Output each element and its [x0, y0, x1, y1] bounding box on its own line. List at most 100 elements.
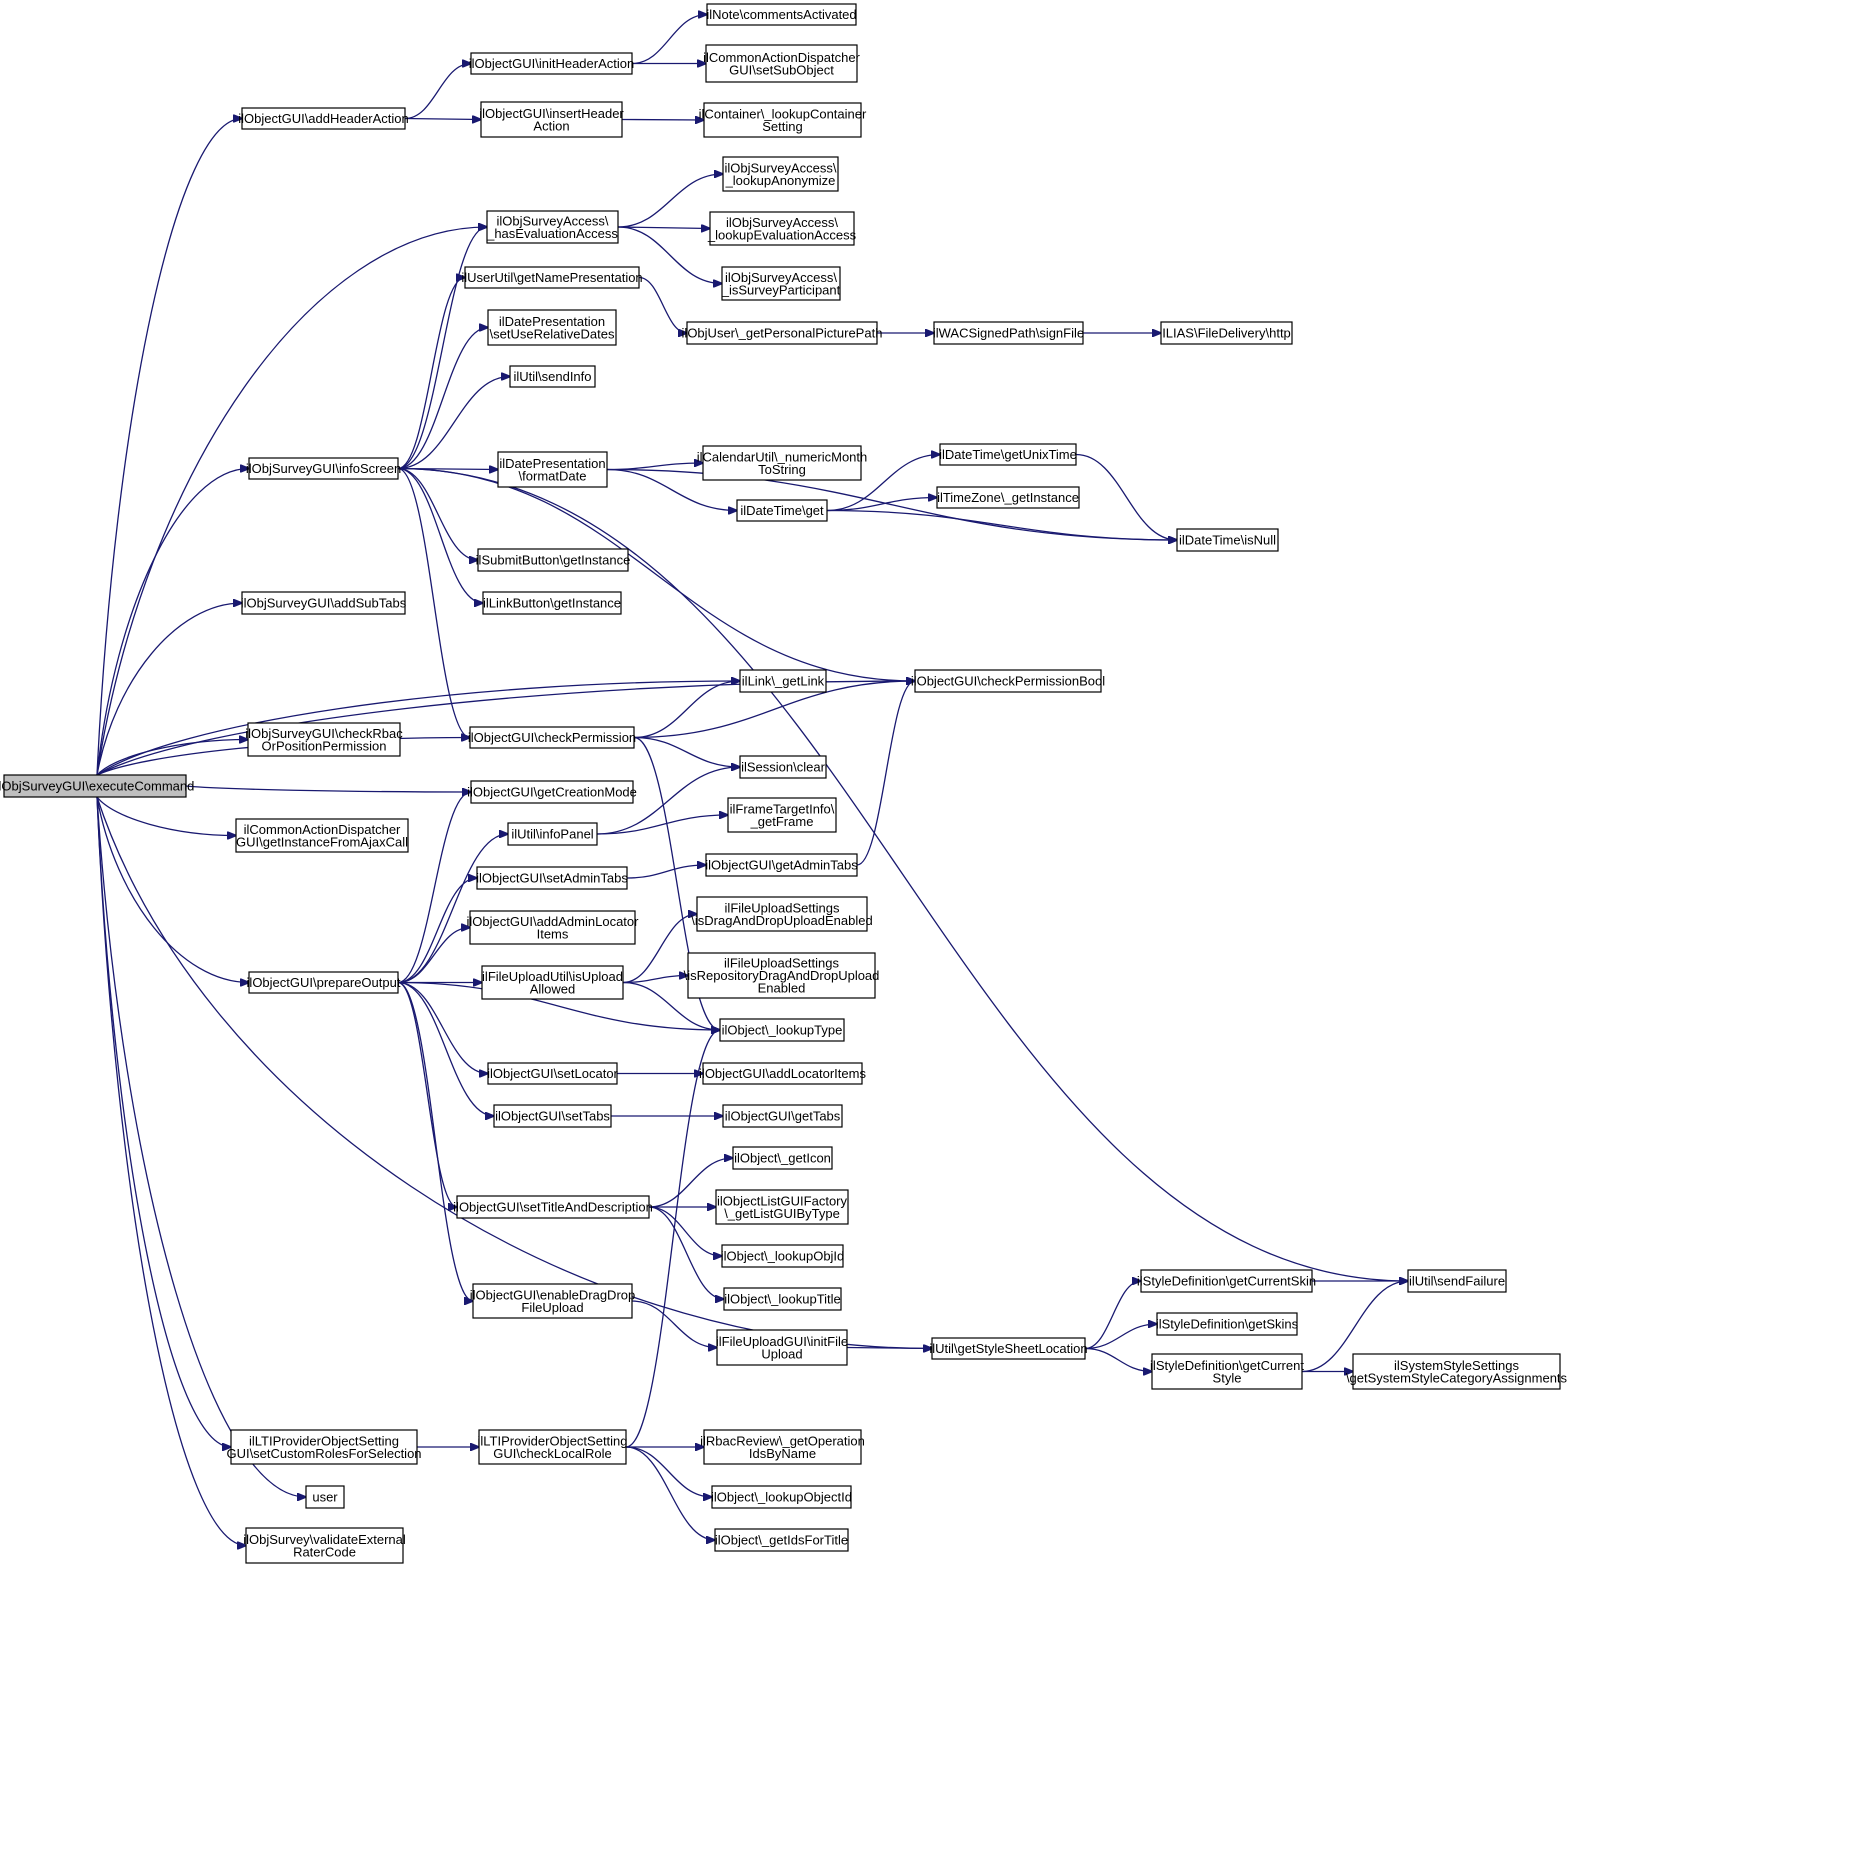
- node-checkPermission[interactable]: ilObjectGUI\checkPermission: [468, 726, 636, 749]
- node-formatDate[interactable]: ilDatePresentation\formatDate: [497, 451, 608, 488]
- node-setUseRelativeDates[interactable]: ilDatePresentation\setUseRelativeDates: [487, 309, 617, 346]
- node-infoScreen[interactable]: ilObjSurveyGUI\infoScreen: [246, 457, 401, 480]
- node-getIcon[interactable]: ilObject\_getIcon: [732, 1146, 833, 1170]
- node-initHeaderAction[interactable]: ilObjectGUI\initHeaderAction: [469, 52, 634, 75]
- node-label-getAdminTabs-0: ilObjectGUI\getAdminTabs: [705, 858, 858, 873]
- node-box-getFrame: [727, 797, 837, 833]
- node-user[interactable]: user: [305, 1485, 345, 1509]
- node-linkButton[interactable]: ilLinkButton\getInstance: [482, 591, 622, 615]
- node-http[interactable]: ILIAS\FileDelivery\http: [1160, 321, 1293, 345]
- node-label-checkLocalRole-1: GUI\checkLocalRole: [493, 1446, 612, 1461]
- edge-infoScreen-to-sendInfo: [397, 377, 510, 470]
- node-label-getIcon-0: ilObject\_getIcon: [734, 1151, 831, 1166]
- node-getTabs[interactable]: ilObjectGUI\getTabs: [722, 1104, 843, 1128]
- node-hasEvaluationAccess[interactable]: ilObjSurveyAccess\_hasEvaluationAccess: [486, 210, 619, 244]
- node-getLink[interactable]: ilLink\_getLink: [739, 669, 827, 693]
- edge-enableDragDrop-to-initFileUpload: [631, 1300, 717, 1348]
- edge-checkLocalRole-to-getIdsForTitle: [625, 1446, 715, 1540]
- node-lookupObjectId[interactable]: ilObject\_lookupObjectId: [711, 1485, 852, 1509]
- node-checkRbac[interactable]: ilObjSurveyGUI\checkRbacOrPositionPermis…: [245, 722, 403, 757]
- edge-root-to-validateExternal: [96, 796, 246, 1546]
- node-setTitleAndDescription[interactable]: ilObjectGUI\setTitleAndDescription: [453, 1195, 653, 1219]
- node-label-lookupAnonymize-1: _lookupAnonymize: [725, 173, 836, 188]
- node-getNamePresentation[interactable]: ilUserUtil\getNamePresentation: [461, 266, 643, 289]
- node-getCurrentSkin[interactable]: ilStyleDefinition\getCurrentSkin: [1137, 1269, 1316, 1293]
- edge-getStyleSheetLocation-to-getSkins: [1084, 1324, 1157, 1350]
- edge-prepareOutput-to-enableDragDrop: [397, 981, 473, 1302]
- node-getFrame[interactable]: ilFrameTargetInfo\_getFrame: [727, 797, 837, 833]
- node-addHeaderAction[interactable]: ilObjectGUI\addHeaderAction: [238, 107, 409, 130]
- node-setLocator[interactable]: ilObjectGUI\setLocator: [487, 1062, 619, 1085]
- node-label-addSubTabs-0: ilObjSurveyGUI\addSubTabs: [241, 596, 407, 611]
- edge-prepareOutput-to-setTabs: [397, 981, 494, 1117]
- node-lookupObjId[interactable]: ilObject\_lookupObjId: [721, 1244, 845, 1268]
- edge-root-to-prepareOutput: [96, 796, 249, 983]
- node-dateTimeGet[interactable]: ilDateTime\get: [736, 499, 828, 522]
- node-label-getCurrentSkin-0: ilStyleDefinition\getCurrentSkin: [1137, 1274, 1316, 1289]
- node-getSystemStyleCategory[interactable]: ilSystemStyleSettings\getSystemStyleCate…: [1346, 1353, 1568, 1390]
- node-sessionClear[interactable]: ilSession\clear: [739, 755, 827, 779]
- node-getInstanceFromAjaxCall[interactable]: ilCommonActionDispatcherGUI\getInstanceF…: [235, 818, 409, 853]
- node-isSurveyParticipant[interactable]: ilObjSurveyAccess\_isSurveyParticipant: [721, 266, 841, 301]
- node-box-initFileUpload: [716, 1329, 848, 1366]
- node-box-timeZoneGetInstance: [936, 486, 1080, 509]
- node-commentsActivated[interactable]: ilNote\commentsActivated: [706, 3, 857, 26]
- node-isDragAndDropUploadEnabled[interactable]: ilFileUploadSettings\isDragAndDropUpload…: [691, 896, 873, 932]
- node-isRepositoryDragAndDrop[interactable]: ilFileUploadSettings\isRepositoryDragAnd…: [684, 952, 880, 999]
- node-getCreationMode[interactable]: ilObjectGUI\getCreationMode: [467, 780, 637, 804]
- node-timeZoneGetInstance[interactable]: ilTimeZone\_getInstance: [936, 486, 1080, 509]
- node-lookupEvaluationAccess[interactable]: ilObjSurveyAccess\_lookupEvaluationAcces…: [707, 211, 857, 246]
- node-getIdsForTitle[interactable]: ilObject\_getIdsForTitle: [714, 1528, 849, 1552]
- node-submitButton[interactable]: ilSubmitButton\getInstance: [476, 548, 631, 572]
- node-checkLocalRole[interactable]: ilLTIProviderObjectSettingGUI\checkLocal…: [477, 1429, 628, 1465]
- edge-root-to-setCustomRoles: [96, 796, 231, 1447]
- node-label-dateTimeGet-0: ilDateTime\get: [740, 503, 824, 518]
- node-getStyleSheetLocation[interactable]: ilUtil\getStyleSheetLocation: [929, 1337, 1088, 1360]
- node-lookupType[interactable]: ilObject\_lookupType: [719, 1018, 845, 1042]
- node-getListGUIByType[interactable]: ilObjectListGUIFactory\_getListGUIByType: [715, 1189, 849, 1225]
- node-lookupAnonymize[interactable]: ilObjSurveyAccess\_lookupAnonymize: [722, 156, 839, 192]
- edge-prepareOutput-to-setLocator: [397, 981, 488, 1074]
- node-addLocatorItems[interactable]: ilObjectGUI\addLocatorItems: [699, 1062, 866, 1085]
- node-sendInfo[interactable]: ilUtil\sendInfo: [509, 365, 596, 388]
- edge-setTitleAndDescription-to-getIcon: [648, 1158, 733, 1208]
- node-infoPanel[interactable]: ilUtil\infoPanel: [507, 822, 598, 846]
- node-isNull[interactable]: ilDateTime\isNull: [1176, 528, 1279, 552]
- node-label-getListGUIByType-1: \_getListGUIByType: [724, 1206, 840, 1221]
- node-getSkins[interactable]: ilStyleDefinition\getSkins: [1156, 1312, 1299, 1336]
- edge-root-to-addSubTabs: [96, 603, 242, 776]
- node-lookupTitle[interactable]: ilObject\_lookupTitle: [723, 1287, 842, 1311]
- node-prepareOutput[interactable]: ilObjectGUI\prepareOutput: [247, 971, 401, 994]
- node-getPersonalPicturePath[interactable]: ilObjUser\_getPersonalPicturePath: [682, 321, 883, 345]
- node-label-signFile-0: ilWACSignedPath\signFile: [933, 326, 1084, 341]
- node-root[interactable]: ilObjSurveyGUI\executeCommand: [0, 774, 194, 798]
- node-label-isUploadAllowed-0: ilFileUploadUtil\isUpload: [482, 969, 623, 984]
- edge-formatDate-to-numericMonthToString: [606, 463, 703, 471]
- edge-addHeaderAction-to-initHeaderAction: [404, 64, 471, 120]
- node-sendFailure[interactable]: ilUtil\sendFailure: [1407, 1269, 1507, 1293]
- node-label-isRepositoryDragAndDrop-0: ilFileUploadSettings: [724, 956, 839, 971]
- node-signFile[interactable]: ilWACSignedPath\signFile: [933, 321, 1084, 345]
- node-setTabs[interactable]: ilObjectGUI\setTabs: [493, 1104, 612, 1128]
- node-box-initHeaderAction: [470, 52, 633, 75]
- node-checkPermissionBool[interactable]: ilObjectGUI\checkPermissionBool: [911, 669, 1105, 693]
- node-setAdminTabs[interactable]: ilObjectGUI\setAdminTabs: [476, 866, 628, 890]
- node-setCustomRoles[interactable]: ilLTIProviderObjectSettingGUI\setCustomR…: [226, 1429, 422, 1465]
- node-addSubTabs[interactable]: ilObjSurveyGUI\addSubTabs: [241, 591, 407, 615]
- node-getAdminTabs[interactable]: ilObjectGUI\getAdminTabs: [705, 853, 858, 877]
- node-getUnixTime[interactable]: ilDateTime\getUnixTime: [939, 443, 1077, 466]
- node-label-enableDragDrop-0: ilObjectGUI\enableDragDrop: [470, 1287, 635, 1302]
- node-box-submitButton: [477, 548, 629, 572]
